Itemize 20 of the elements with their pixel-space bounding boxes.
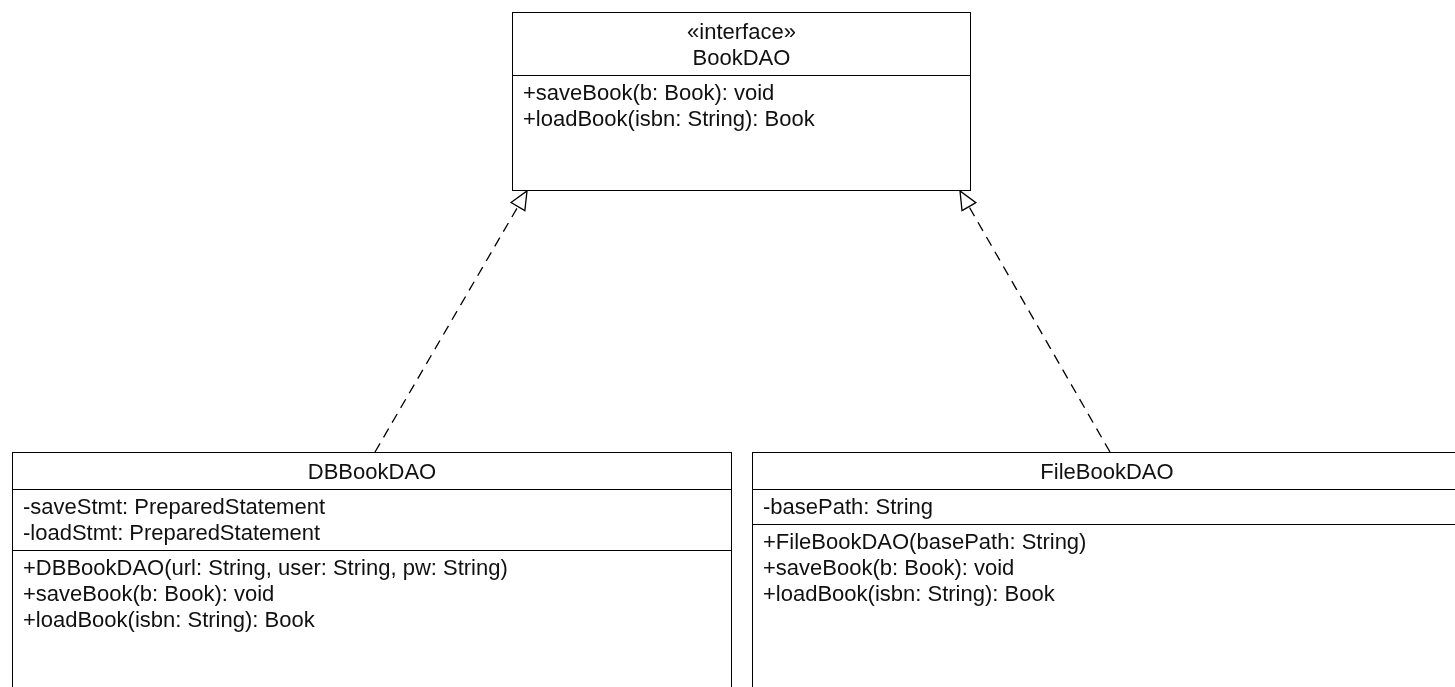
method-text: +FileBookDAO(basePath: String) [763, 529, 1087, 555]
method-text: +DBBookDAO(url: String, user: String, pw: String) [23, 555, 508, 581]
method-text: +loadBook(isbn: String): Book [763, 581, 1055, 607]
class-name: FileBookDAO [1040, 459, 1174, 485]
realization-arrow [959, 190, 1111, 453]
method-text: +saveBook(b: Book): void [23, 581, 275, 607]
attribute-text: -saveStmt: PreparedStatement [23, 494, 326, 520]
class-box [12, 452, 732, 687]
class-name: DBBookDAO [307, 459, 437, 485]
method-text: +loadBook(isbn: String): Book [523, 106, 815, 132]
attribute-text: -loadStmt: PreparedStatement [23, 520, 321, 546]
attribute-text: -basePath: String [763, 494, 933, 520]
class-box [512, 12, 971, 191]
realization-arrow [374, 190, 528, 453]
class-box [752, 452, 1455, 687]
class-name: BookDAO [692, 45, 791, 71]
method-text: +saveBook(b: Book): void [523, 80, 775, 106]
method-text: +loadBook(isbn: String): Book [23, 607, 315, 633]
method-text: +saveBook(b: Book): void [763, 555, 1015, 581]
stereotype-label: «interface» [687, 19, 796, 45]
